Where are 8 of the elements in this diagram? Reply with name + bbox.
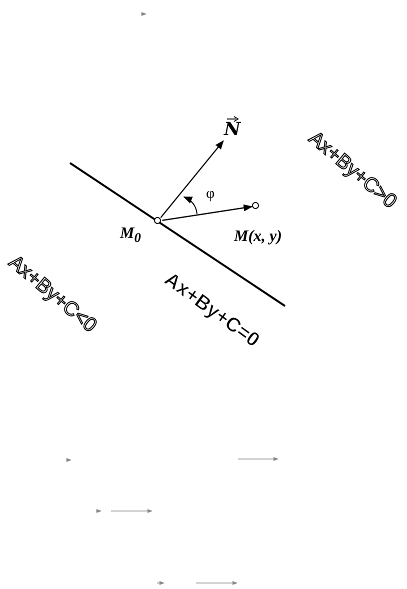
arrow: [162, 204, 253, 221]
point-marker: [154, 217, 162, 224]
point-label: M$_{0}$: [120, 226, 141, 245]
point-label: M(x, y): [234, 229, 282, 245]
arrow: [160, 140, 224, 218]
angle-label: φ: [206, 187, 215, 202]
vector-label: N: [224, 121, 240, 139]
point-marker: [252, 202, 260, 210]
